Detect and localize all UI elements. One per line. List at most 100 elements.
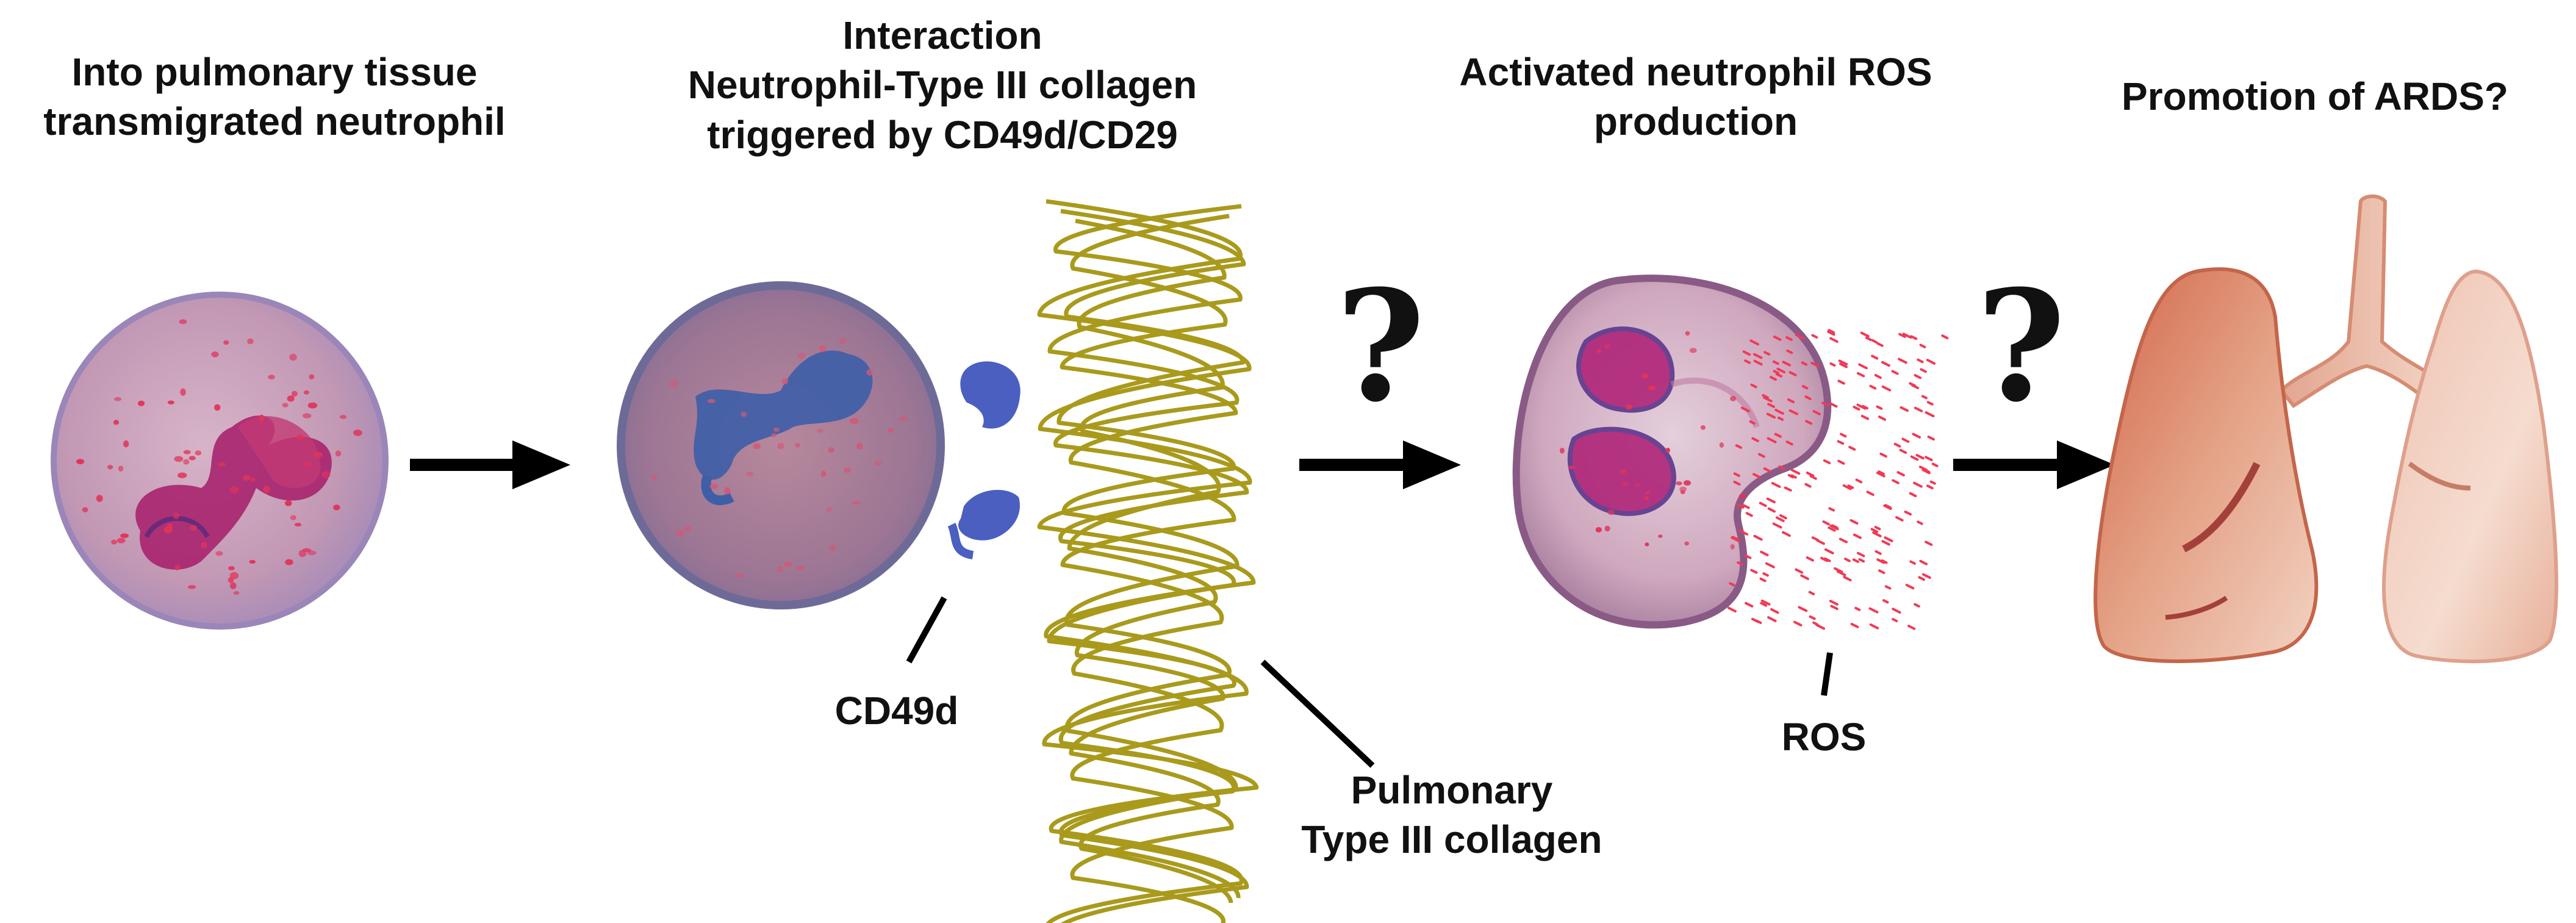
granule-dot <box>179 319 187 325</box>
granule-dot <box>114 397 121 401</box>
collagen-label: Pulmonary Type III collagen <box>1238 766 1665 865</box>
ros-dot <box>1878 415 1886 421</box>
step-2-title-line-2: Neutrophil-Type III collagen <box>687 63 1197 107</box>
ros-dot <box>1787 398 1795 404</box>
granule-dot <box>228 566 235 570</box>
ros-dot <box>1760 550 1769 556</box>
ros-dot <box>1745 602 1754 608</box>
ros-dot <box>1809 475 1817 480</box>
ros-dot <box>1829 402 1838 408</box>
ros-dot <box>1918 576 1925 581</box>
ros-dot <box>1745 512 1753 517</box>
granule-dot <box>1658 534 1663 538</box>
ros-dot <box>1795 334 1804 340</box>
granule-dot <box>844 467 852 473</box>
ros-dot <box>1926 401 1934 406</box>
granule-dot <box>816 428 823 433</box>
ros-dot <box>1836 570 1846 576</box>
ros-dot <box>1822 520 1830 526</box>
granule-dot <box>797 353 806 359</box>
ros-dot <box>1881 559 1888 564</box>
granule-dot <box>303 462 312 467</box>
ros-dot <box>1829 524 1839 531</box>
ros-dot <box>1767 507 1776 513</box>
cd49d-label-text: CD49d <box>834 689 959 733</box>
granule-dot <box>183 450 191 454</box>
ros-dot <box>1844 558 1851 562</box>
granule-dot <box>773 427 780 432</box>
ros-dot <box>1762 393 1769 399</box>
ros-dot <box>1785 440 1793 446</box>
ros-dot <box>1798 606 1808 612</box>
ros-dot <box>1891 370 1899 375</box>
ros-dot <box>1910 384 1920 389</box>
ros-dot <box>1857 551 1865 558</box>
ros-dot <box>1806 556 1814 562</box>
step-1-title-line-1: Into pulmonary tissue <box>71 50 478 94</box>
arrow-2 <box>1299 440 1461 489</box>
ros-dot <box>1925 411 1935 418</box>
ros-dot <box>1837 440 1845 445</box>
ros-dot <box>1856 372 1865 378</box>
ros-dot <box>1785 336 1793 341</box>
granule-dot <box>76 459 85 465</box>
granule-dot <box>167 400 174 404</box>
ros-dot <box>1904 510 1912 516</box>
granule-dot <box>335 450 342 457</box>
granule-dot <box>96 495 103 502</box>
ros-dot <box>1772 360 1779 365</box>
ros-dot <box>1884 536 1893 542</box>
granule-dot <box>856 443 863 450</box>
ros-dot <box>1732 536 1740 541</box>
ros-dot <box>1823 459 1831 464</box>
granule-dot <box>724 487 731 495</box>
cd49d-label: CD49d <box>793 686 1000 736</box>
granule-dot <box>333 505 340 511</box>
granule-dot <box>294 523 302 526</box>
collagen-strand <box>1060 214 1238 923</box>
granule-dot <box>1679 486 1687 492</box>
granule-dot <box>211 351 219 357</box>
ros-dot <box>1901 437 1910 443</box>
collagen-pointer-line <box>1260 659 1375 768</box>
granule-dot <box>1620 469 1626 475</box>
granule-dot <box>183 459 190 465</box>
ros-dot <box>1774 433 1782 438</box>
granule-dot <box>309 374 315 379</box>
granule-dot <box>741 411 747 417</box>
granule-dot <box>82 507 88 512</box>
granule-dot <box>874 460 882 466</box>
ros-dot <box>1830 605 1839 611</box>
ros-dot <box>1753 534 1763 541</box>
step-3-title-line-2: production <box>1593 99 1798 144</box>
granule-dots <box>1560 331 1746 550</box>
ros-dot <box>1856 403 1867 410</box>
granule-dot <box>826 507 833 512</box>
ros-dot <box>1790 469 1801 475</box>
granule-dot <box>307 402 318 409</box>
granule-dot <box>163 526 173 533</box>
ros-dot <box>1749 420 1756 425</box>
granule-dot <box>214 404 221 411</box>
granule-dot <box>120 533 129 538</box>
granule-dot <box>1665 448 1670 453</box>
question-mark-2: ? <box>1976 256 2066 436</box>
ros-dot <box>1749 339 1760 346</box>
granule-dot <box>340 415 347 419</box>
ros-dot <box>1917 358 1924 364</box>
granule-dot <box>137 400 145 406</box>
granule-dot <box>229 582 237 589</box>
ros-pointer-line <box>1821 652 1833 696</box>
granule-dot <box>215 551 223 556</box>
ros-dot <box>1858 363 1868 370</box>
ros-dot <box>1824 548 1834 555</box>
granule-dot <box>746 472 754 476</box>
ros-dot <box>1765 562 1775 569</box>
ros-dot <box>1834 567 1843 573</box>
ros-dot <box>1767 437 1777 444</box>
cd49d-receptor-icon <box>947 361 1021 559</box>
ros-dot <box>1751 617 1760 623</box>
ros-dot <box>1895 516 1904 522</box>
ros-dot <box>1884 504 1892 509</box>
ros-dot <box>1767 403 1775 408</box>
